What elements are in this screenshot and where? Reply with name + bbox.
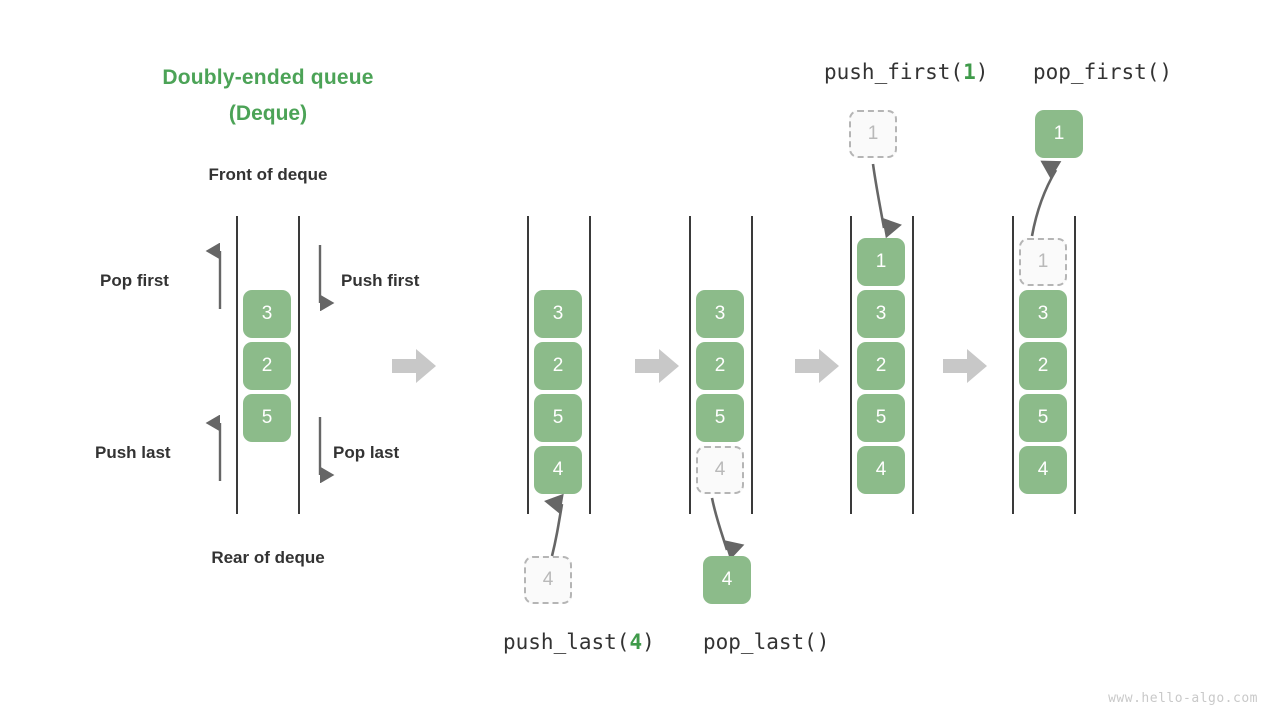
pop-last-label: Pop last bbox=[333, 443, 400, 462]
rail-right bbox=[589, 216, 591, 514]
push-last-op-name: push_last( bbox=[503, 630, 630, 654]
pop-first-flow-arrow-icon bbox=[1030, 160, 1062, 237]
deque-cell: 2 bbox=[1019, 342, 1067, 390]
push-last-source-box: 4 bbox=[524, 556, 572, 604]
pop-last-operation-label: pop_last() bbox=[703, 630, 830, 654]
deque-cell: 5 bbox=[857, 394, 905, 442]
step-arrow-icon bbox=[635, 349, 679, 383]
push-first-flow-arrow-icon bbox=[871, 163, 902, 239]
rail-right bbox=[1074, 216, 1076, 514]
deque-cell: 3 bbox=[1019, 290, 1067, 338]
deque-cell-new: 1 bbox=[857, 238, 905, 286]
push-first-label: Push first bbox=[341, 271, 420, 290]
deque-cell-new: 4 bbox=[534, 446, 582, 494]
pop-first-result-box: 1 bbox=[1035, 110, 1083, 158]
pop-first-arrow-icon bbox=[205, 243, 222, 309]
page-subtitle: (Deque) bbox=[228, 102, 308, 125]
deque-cell: 4 bbox=[1019, 446, 1067, 494]
deque-cell: 3 bbox=[534, 290, 582, 338]
deque-cell: 2 bbox=[243, 342, 291, 390]
rail-right bbox=[751, 216, 753, 514]
step-arrow-icon bbox=[392, 349, 436, 383]
front-of-deque-label: Front of deque bbox=[208, 165, 328, 184]
deque-cell: 5 bbox=[243, 394, 291, 442]
push-first-arrow-icon bbox=[318, 245, 335, 311]
deque-cell: 5 bbox=[696, 394, 744, 442]
pop-first-label: Pop first bbox=[100, 271, 169, 290]
deque-cell: 5 bbox=[534, 394, 582, 442]
deque-cell: 2 bbox=[696, 342, 744, 390]
push-first-op-name: push_first( bbox=[824, 60, 964, 84]
push-first-operation-label: push_first(1) bbox=[824, 60, 988, 84]
deque-cell-removed: 4 bbox=[696, 446, 744, 494]
page-title: Doubly-ended queue bbox=[162, 66, 374, 89]
push-last-arrow-icon bbox=[205, 415, 222, 481]
pop-first-operation-label: pop_first() bbox=[1033, 60, 1173, 84]
step-arrow-icon bbox=[795, 349, 839, 383]
deque-cell: 4 bbox=[857, 446, 905, 494]
deque-cell: 3 bbox=[857, 290, 905, 338]
deque-cell-removed: 1 bbox=[1019, 238, 1067, 286]
rail-left bbox=[236, 216, 238, 514]
push-last-operation-label: push_last(4) bbox=[503, 630, 655, 654]
rail-right bbox=[912, 216, 914, 514]
push-last-flow-arrow-icon bbox=[544, 493, 564, 557]
rail-left bbox=[850, 216, 852, 514]
pop-last-arrow-icon bbox=[318, 417, 335, 483]
deque-cell: 5 bbox=[1019, 394, 1067, 442]
push-last-op-arg: 4 bbox=[629, 630, 643, 654]
push-last-label: Push last bbox=[95, 443, 171, 462]
rail-left bbox=[1012, 216, 1014, 514]
pop-last-flow-arrow-icon bbox=[710, 497, 745, 560]
push-last-op-close: ) bbox=[642, 630, 655, 654]
push-first-op-arg: 1 bbox=[963, 60, 976, 84]
push-first-source-box: 1 bbox=[849, 110, 897, 158]
rail-right bbox=[298, 216, 300, 514]
deque-cell: 3 bbox=[243, 290, 291, 338]
rail-left bbox=[689, 216, 691, 514]
deque-cell: 3 bbox=[696, 290, 744, 338]
rear-of-deque-label: Rear of deque bbox=[211, 548, 325, 567]
pop-last-result-box: 4 bbox=[703, 556, 751, 604]
watermark: www.hello-algo.com bbox=[1108, 691, 1258, 706]
deque-cell: 2 bbox=[534, 342, 582, 390]
step-arrow-icon bbox=[943, 349, 987, 383]
deque-cell: 2 bbox=[857, 342, 905, 390]
rail-left bbox=[527, 216, 529, 514]
push-first-op-close: ) bbox=[975, 60, 989, 84]
